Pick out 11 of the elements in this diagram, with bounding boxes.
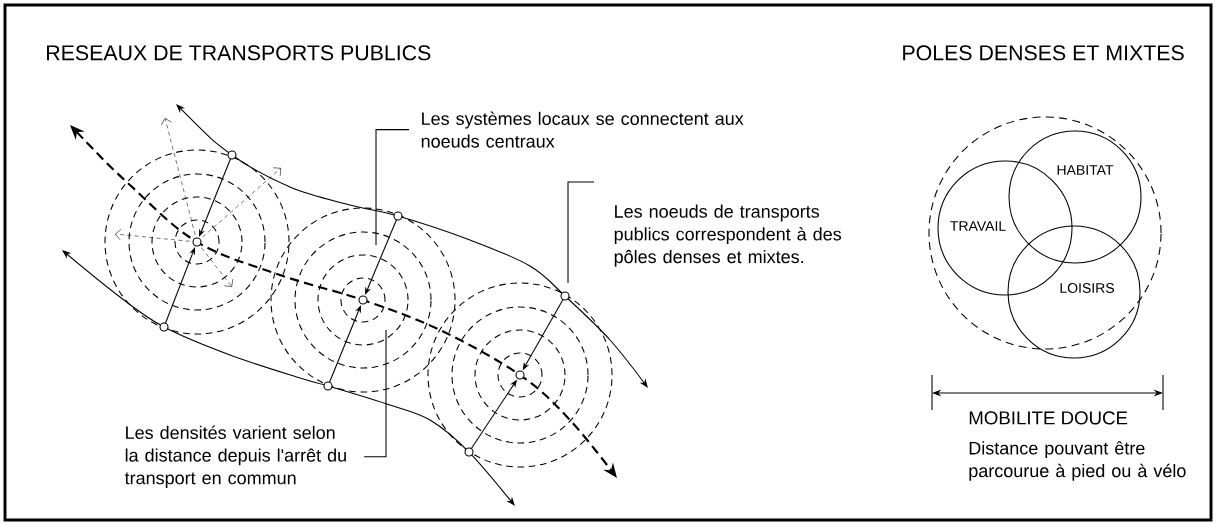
leader-line (567, 181, 595, 284)
heading: POLES DENSES ET MIXTES (903, 45, 1184, 61)
note-text: Distance pouvant être parcourue à pied ou à vélo (969, 441, 1186, 481)
callout-text: Les systèmes locaux se connectent aux noeuds centraux (421, 111, 744, 148)
leader-line (375, 129, 410, 246)
heading: RESEAUX DE TRANSPORTS PUBLICS (47, 45, 431, 61)
callout-text: Les noeuds de transports publics correspondent à des pôles denses et mixtes. (614, 204, 842, 267)
callout-text: Les densités varient selon la distance depuis l'arrêt du transport en commun (124, 425, 346, 488)
dimension-label: MOBILITE DOUCE (969, 411, 1128, 425)
leader-line (363, 329, 387, 458)
outer-dashed-circle (928, 116, 1162, 350)
